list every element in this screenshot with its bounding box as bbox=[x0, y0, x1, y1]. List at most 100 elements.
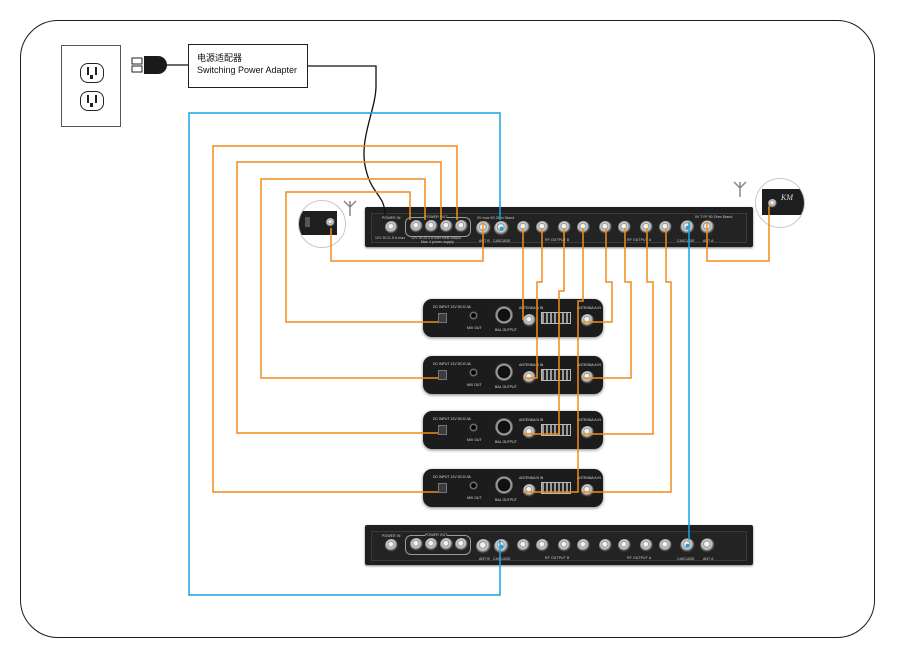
power-out-label: POWER OUT bbox=[425, 215, 448, 219]
antenna-b-in-label: ANTENNA B IN bbox=[519, 476, 544, 480]
antenna-mount-zoom-right: KM bbox=[755, 178, 805, 228]
antenna-a-in-label: ANTENNA A IN bbox=[577, 476, 601, 480]
antenna-a-in-label: ANTENNA A IN bbox=[577, 363, 601, 367]
rf-output-a-label: RF OUTPUT A bbox=[627, 238, 652, 242]
rf-output-b-jack-2 bbox=[536, 221, 549, 234]
warning-label bbox=[541, 424, 571, 436]
rf-output-b-jack-3 bbox=[558, 539, 571, 552]
power-out-spec-2: Max 4 power supply bbox=[421, 240, 454, 244]
mix-out-jack bbox=[469, 311, 478, 320]
ant-a-jack bbox=[700, 538, 715, 553]
power-in-label: POWER IN bbox=[382, 216, 401, 220]
rf-output-a-jack-4 bbox=[659, 539, 672, 552]
mix-out-label: MIX OUT bbox=[467, 326, 482, 330]
receiver-4: DC INPUT 12V DC/0.3A MIX OUT BAL OUTPUT … bbox=[423, 469, 603, 507]
rf-output-a-jack-2 bbox=[618, 221, 631, 234]
dc-input-label: DC INPUT 12V DC/0.3A bbox=[433, 362, 471, 366]
rf-output-b-label: RF OUTPUT B bbox=[545, 556, 570, 560]
rf-output-a-jack-1 bbox=[599, 221, 612, 234]
antenna-distributor-bottom: POWER IN POWER OUT ANT B CASCADE RF OUTP… bbox=[365, 525, 753, 565]
dc-input-jack bbox=[438, 483, 447, 493]
mix-out-label: MIX OUT bbox=[467, 438, 482, 442]
power-out-label: POWER OUT bbox=[425, 533, 448, 537]
antenna-b-in-label: ANTENNA B IN bbox=[519, 363, 544, 367]
mix-out-label: MIX OUT bbox=[467, 496, 482, 500]
power-outlet-icon bbox=[80, 91, 104, 111]
antenna-b-in-jack bbox=[523, 484, 536, 497]
rf-output-b-jack-4 bbox=[577, 539, 590, 552]
power-plug-icon bbox=[131, 56, 190, 74]
dc-input-jack bbox=[438, 370, 447, 380]
power-out-jack-4 bbox=[455, 538, 468, 551]
receiver-1: DC INPUT 12V DC/0.3A MIX OUT BAL OUTPUT … bbox=[423, 299, 603, 337]
cascade-label: CASCADE bbox=[493, 557, 511, 561]
antenna-b-in-label: ANTENNA B IN bbox=[519, 418, 544, 422]
antenna-mount-zoom-left bbox=[298, 200, 346, 248]
cascade-jack bbox=[494, 539, 509, 554]
bal-output-label: BAL OUTPUT bbox=[495, 440, 517, 444]
power-out-jack-1 bbox=[410, 538, 423, 551]
ant-b-label: ANT B bbox=[479, 557, 490, 561]
mix-out-jack bbox=[469, 481, 478, 490]
warning-label bbox=[541, 312, 571, 324]
antenna-a-in-jack bbox=[581, 426, 594, 439]
dc-input-label: DC INPUT 12V DC/0.3A bbox=[433, 305, 471, 309]
antenna-icon bbox=[733, 181, 747, 197]
cascade-label-2: CASCADE bbox=[677, 239, 695, 243]
bal-output-xlr bbox=[495, 363, 513, 381]
antenna-a-in-jack bbox=[581, 484, 594, 497]
power-out-jack-2 bbox=[425, 220, 438, 233]
rf-output-b-jack-1 bbox=[517, 221, 530, 234]
power-out-jack-4 bbox=[455, 220, 468, 233]
antenna-b-in-jack bbox=[523, 426, 536, 439]
ant-a-label: ANT A bbox=[703, 239, 714, 243]
adapter-label-en: Switching Power Adapter bbox=[197, 65, 298, 75]
rf-output-b-label: RF OUTPUT B bbox=[545, 238, 570, 242]
antenna-b-in-jack bbox=[523, 371, 536, 384]
wall-outlet bbox=[61, 45, 121, 127]
switching-power-adapter: 电源适配器 Switching Power Adapter bbox=[188, 44, 308, 88]
cascade-label-2: CASCADE bbox=[677, 557, 695, 561]
antenna-a-in-jack bbox=[581, 314, 594, 327]
cascade-label: CASCADE bbox=[493, 239, 511, 243]
mix-out-jack bbox=[469, 368, 478, 377]
brand-logo: KM bbox=[781, 193, 793, 202]
dc-input-label: DC INPUT 12V DC/0.3A bbox=[433, 417, 471, 421]
receiver-3: DC INPUT 12V DC/0.3A MIX OUT BAL OUTPUT … bbox=[423, 411, 603, 449]
antenna-a-in-jack bbox=[581, 371, 594, 384]
power-in-spec: 12V DC/1.5 A max bbox=[375, 236, 406, 240]
rf-output-a-jack-1 bbox=[599, 539, 612, 552]
receiver-2: DC INPUT 12V DC/0.3A MIX OUT BAL OUTPUT … bbox=[423, 356, 603, 394]
power-in-label: POWER IN bbox=[382, 534, 401, 538]
power-out-jack-3 bbox=[440, 220, 453, 233]
antenna-distributor-top: POWER IN 12V DC/1.5 A max POWER OUT 12V … bbox=[365, 207, 753, 247]
antenna-icon bbox=[343, 200, 357, 216]
dc-input-jack bbox=[438, 313, 447, 323]
ant-a-header: 0V TYP 50 Ohm Stand bbox=[695, 215, 733, 219]
bal-output-label: BAL OUTPUT bbox=[495, 498, 517, 502]
dc-input-jack bbox=[438, 425, 447, 435]
power-out-jack-2 bbox=[425, 538, 438, 551]
adapter-label-zh: 电源适配器 bbox=[197, 53, 243, 63]
ant-b-label: ANT B bbox=[479, 239, 490, 243]
cascade-jack-2 bbox=[680, 220, 695, 235]
rf-output-a-label: RF OUTPUT A bbox=[627, 556, 652, 560]
power-outlet-icon bbox=[80, 63, 104, 83]
ant-b-jack bbox=[476, 221, 491, 236]
ant-b-header: 0V max 50 Ohm Stand bbox=[477, 216, 515, 220]
bal-output-xlr bbox=[495, 476, 513, 494]
dc-input-label: DC INPUT 12V DC/0.3A bbox=[433, 475, 471, 479]
cascade-jack bbox=[494, 221, 509, 236]
rf-output-b-jack-4 bbox=[577, 221, 590, 234]
rf-output-a-jack-4 bbox=[659, 221, 672, 234]
rf-output-a-jack-3 bbox=[640, 539, 653, 552]
power-in-jack bbox=[385, 539, 398, 552]
ant-a-label: ANT A bbox=[703, 557, 714, 561]
bal-output-label: BAL OUTPUT bbox=[495, 328, 517, 332]
warning-label bbox=[541, 369, 571, 381]
rf-output-b-jack-3 bbox=[558, 221, 571, 234]
ant-a-jack bbox=[700, 220, 715, 235]
rf-output-b-jack-1 bbox=[517, 539, 530, 552]
ant-b-jack bbox=[476, 539, 491, 554]
bal-output-label: BAL OUTPUT bbox=[495, 385, 517, 389]
